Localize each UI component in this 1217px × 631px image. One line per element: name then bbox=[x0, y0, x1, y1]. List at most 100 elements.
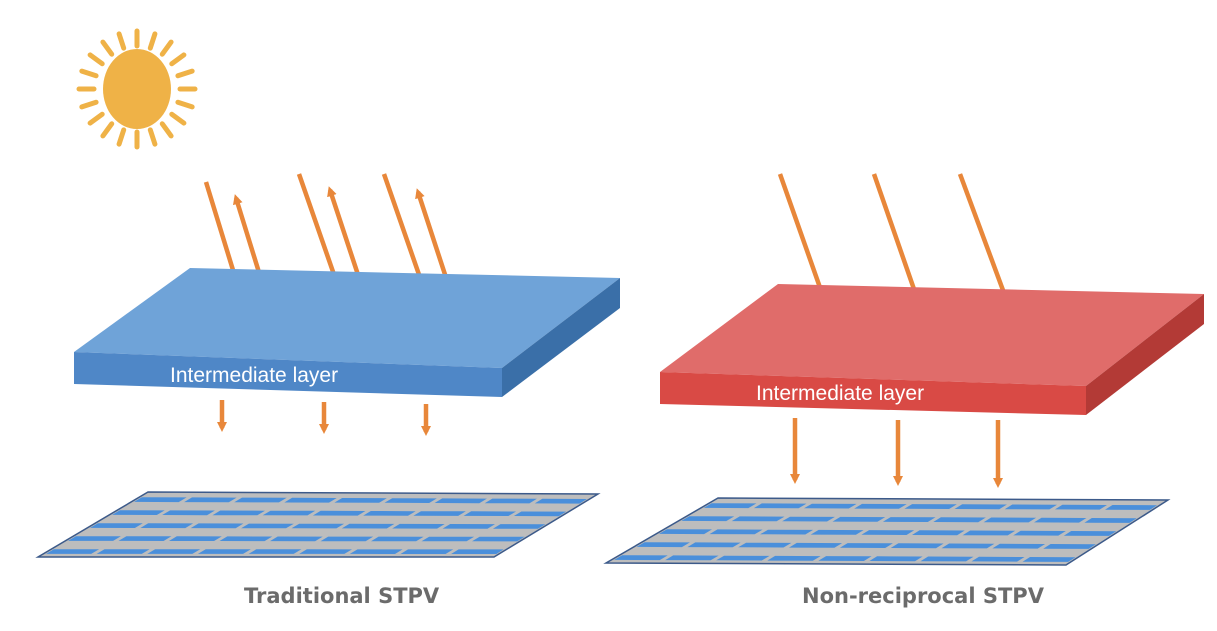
panel-cell bbox=[400, 549, 454, 554]
panel-cell bbox=[492, 524, 546, 529]
panel-cell bbox=[463, 511, 516, 516]
panel-cell bbox=[392, 523, 445, 529]
non-reciprocal-intermediate-layer: Intermediate layer bbox=[660, 284, 1204, 415]
panel-cell bbox=[767, 555, 821, 561]
panel-cell bbox=[983, 517, 1037, 523]
traditional-layer-front bbox=[74, 352, 502, 397]
panel-cell bbox=[349, 549, 403, 554]
non-reciprocal-caption: Non-reciprocal STPV bbox=[802, 584, 1044, 608]
panel-cell bbox=[118, 536, 172, 541]
panel-cell bbox=[140, 523, 194, 529]
panel-cell bbox=[534, 498, 587, 504]
panel-cell bbox=[162, 510, 215, 516]
panel-cell bbox=[731, 516, 785, 522]
panel-cell bbox=[234, 497, 287, 503]
non-reciprocal-transmitted-rays bbox=[790, 418, 1003, 488]
panel-cell bbox=[1004, 504, 1057, 510]
panel-cell bbox=[197, 549, 251, 554]
panel-cell bbox=[219, 536, 273, 542]
panel-cell bbox=[992, 543, 1046, 549]
panel-cell bbox=[1034, 517, 1087, 523]
panel-cell bbox=[147, 549, 201, 554]
sun-ray bbox=[87, 52, 105, 67]
panel-cell bbox=[818, 556, 872, 561]
panel-cell bbox=[716, 555, 770, 561]
sun-ray bbox=[147, 127, 158, 147]
panel-cell bbox=[442, 524, 495, 529]
panel-cell bbox=[68, 536, 121, 541]
panel-cell bbox=[890, 543, 944, 549]
panel-cell bbox=[854, 503, 907, 509]
panel-cell bbox=[371, 536, 424, 542]
panel-cell bbox=[810, 529, 864, 535]
traditional-caption: Traditional STPV bbox=[244, 584, 440, 608]
panel-cell bbox=[681, 516, 735, 522]
sun-ray bbox=[175, 99, 195, 110]
panel-cell bbox=[421, 536, 475, 542]
panel-cell bbox=[665, 555, 719, 561]
panel-cell bbox=[1043, 544, 1096, 549]
panel-cell bbox=[341, 523, 395, 529]
traditional-intermediate-layer: Intermediate layer bbox=[74, 268, 620, 397]
panel-cell bbox=[451, 549, 504, 554]
traditional-transmitted-rays bbox=[217, 400, 431, 436]
panel-cell bbox=[413, 511, 466, 516]
panel-cell bbox=[636, 542, 690, 548]
panel-cell bbox=[839, 543, 893, 548]
panel-cell bbox=[1105, 505, 1158, 510]
panel-cell bbox=[1054, 504, 1107, 510]
panel-cell bbox=[248, 549, 302, 554]
panel-cell bbox=[291, 523, 345, 529]
panel-cell bbox=[262, 510, 316, 516]
traditional-layer-side bbox=[502, 278, 620, 397]
panel-cell bbox=[384, 498, 437, 503]
panel-cell bbox=[484, 498, 537, 504]
panel-cell bbox=[869, 556, 923, 562]
panel-cell bbox=[46, 549, 100, 554]
panel-cell bbox=[472, 536, 525, 542]
panel-cell bbox=[832, 516, 886, 522]
panel-cell bbox=[962, 530, 1016, 536]
panel-cell bbox=[971, 556, 1025, 562]
panel-cell bbox=[941, 543, 995, 549]
panel-cell bbox=[614, 555, 668, 561]
panel-cell bbox=[90, 523, 143, 528]
panel-cell bbox=[861, 530, 915, 535]
traditional-light-rays bbox=[203, 173, 457, 316]
sun-ray bbox=[79, 99, 99, 110]
panel-cell bbox=[760, 529, 814, 535]
panel-cell bbox=[363, 511, 416, 516]
non-reciprocal-layer-label: Intermediate layer bbox=[756, 382, 924, 405]
panel-cell bbox=[299, 549, 352, 554]
panel-cell bbox=[804, 503, 857, 509]
traditional-layer-label: Intermediate layer bbox=[170, 364, 338, 387]
panel-cell bbox=[184, 497, 237, 503]
panel-cell bbox=[270, 536, 323, 542]
panel-cell bbox=[789, 542, 843, 548]
panel-cell bbox=[1013, 530, 1066, 536]
panel-cell bbox=[912, 530, 965, 536]
sun-ray bbox=[169, 52, 187, 67]
panel-cell bbox=[703, 503, 757, 509]
panel-cell bbox=[134, 497, 187, 503]
sun-ray bbox=[116, 31, 127, 51]
panel-cell bbox=[954, 504, 1007, 510]
panel-cell bbox=[284, 497, 337, 503]
sun-icon bbox=[76, 28, 198, 150]
sun-ray bbox=[147, 31, 158, 51]
non-reciprocal-layer-top bbox=[660, 284, 1204, 386]
panel-cell bbox=[241, 523, 294, 529]
panel-cell bbox=[687, 542, 741, 548]
panel-cell bbox=[334, 498, 387, 503]
panel-cell bbox=[169, 536, 222, 541]
solar-panel-icon bbox=[35, 491, 601, 558]
panel-cell bbox=[190, 523, 244, 529]
sun-ray bbox=[79, 68, 99, 79]
panel-cell bbox=[312, 510, 366, 516]
sun-ray bbox=[100, 121, 115, 139]
panel-cell bbox=[513, 511, 567, 517]
panel-cell bbox=[96, 549, 150, 554]
panel-cell bbox=[753, 503, 807, 509]
panel-cell bbox=[782, 516, 835, 522]
